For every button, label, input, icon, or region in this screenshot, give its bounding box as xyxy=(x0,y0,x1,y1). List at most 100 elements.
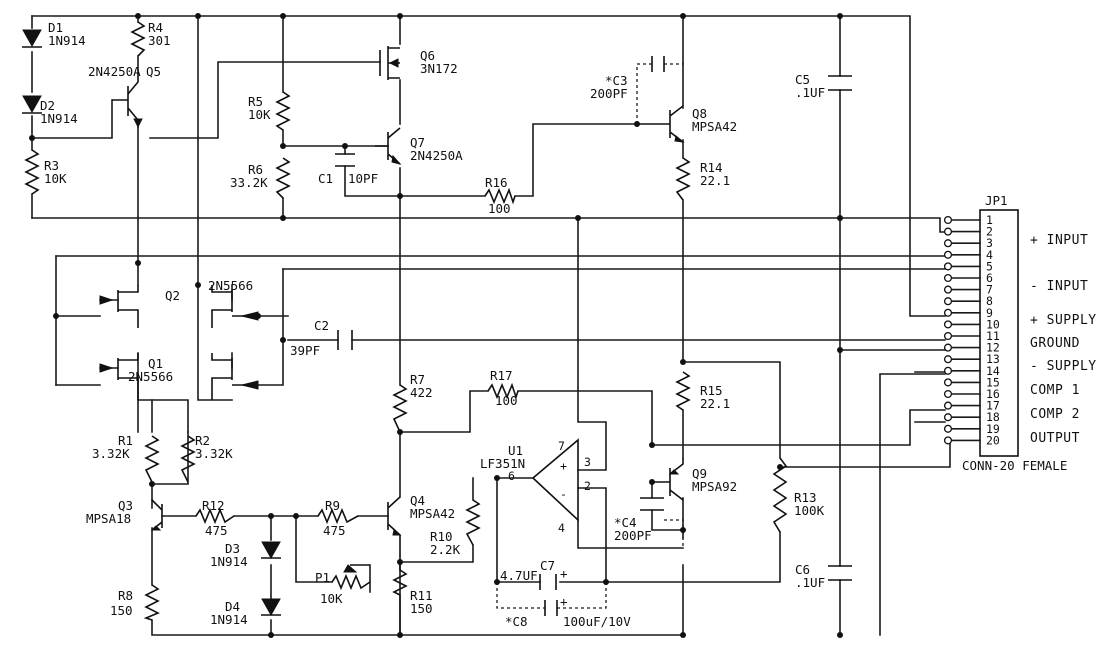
q8-part: MPSA42 xyxy=(692,119,737,134)
r8-value: 150 xyxy=(110,603,133,618)
jp1-pin-number: 9 xyxy=(986,306,993,320)
label-comp1: COMP 1 xyxy=(1030,383,1080,398)
r12-resistor-symbol xyxy=(195,507,235,525)
r9-resistor-symbol xyxy=(317,507,359,525)
r12-value: 475 xyxy=(205,523,228,538)
c7-plus: + xyxy=(560,566,568,581)
u1-minus: - xyxy=(560,487,567,501)
r6-value: 33.2K xyxy=(230,175,268,190)
c3-capacitor-symbol xyxy=(651,56,665,72)
r4-value: 301 xyxy=(148,33,171,48)
jp1-pin-number: 18 xyxy=(986,410,1000,424)
jp1-pin-number: 4 xyxy=(986,248,993,262)
u1-ref: U1 xyxy=(508,443,523,458)
label-comp2: COMP 2 xyxy=(1030,407,1080,422)
jp1-pin-5 xyxy=(943,262,953,271)
d4-part: 1N914 xyxy=(210,612,248,627)
r11-ref: R11 xyxy=(410,588,433,603)
jp1-pin-number: 14 xyxy=(986,364,1000,378)
jp1-pin-number: 3 xyxy=(986,236,993,250)
d2-part: 1N914 xyxy=(40,111,78,126)
c1-ref: C1 xyxy=(318,171,333,186)
label-minus-supply: - SUPPLY xyxy=(1030,359,1097,374)
q4-transistor-symbol xyxy=(387,496,402,560)
u1-pin-6: 6 xyxy=(508,469,515,483)
r16-ref: R16 xyxy=(485,175,508,190)
r15-ref: R15 xyxy=(700,383,723,398)
r2-ref: R2 xyxy=(195,433,210,448)
c4-dashed-link xyxy=(664,519,684,548)
r11-resistor-symbol xyxy=(392,560,408,596)
c2-ref: C2 xyxy=(314,318,329,333)
r5-resistor-symbol xyxy=(275,91,291,131)
jp1-pin-number: 1 xyxy=(986,213,993,227)
q3-ref: Q3 xyxy=(118,498,133,513)
r3-value: 10K xyxy=(44,171,67,186)
q8-ref: Q8 xyxy=(692,106,707,121)
r9-value: 475 xyxy=(323,523,346,538)
r4-resistor-symbol xyxy=(130,21,146,57)
d1-part: 1N914 xyxy=(48,33,86,48)
r16-value: 100 xyxy=(488,201,511,216)
jp1-pin-2 xyxy=(943,227,953,236)
q9-transistor-symbol xyxy=(652,458,684,501)
r1-value: 3.32K xyxy=(92,446,130,461)
r1-resistor-symbol xyxy=(144,435,160,483)
r16-resistor-symbol xyxy=(484,187,516,205)
q4-ref: Q4 xyxy=(410,493,425,508)
r17-value: 100 xyxy=(495,393,518,408)
r14-resistor-symbol xyxy=(675,157,691,201)
r12-ref: R12 xyxy=(202,498,225,513)
r17-resistor-symbol xyxy=(487,382,519,400)
jp1-pin-number: 19 xyxy=(986,422,1000,436)
r7-value: 422 xyxy=(410,385,433,400)
r17-ref: R17 xyxy=(490,368,513,383)
q5-part: 2N4250A xyxy=(88,64,141,79)
jp1-pin-4 xyxy=(943,250,953,259)
jp1-pin-8 xyxy=(943,297,953,306)
r8-resistor-symbol xyxy=(143,584,160,621)
u1-pin-2: 2 xyxy=(584,479,591,493)
c6-value: .1UF xyxy=(795,575,825,590)
jp1-pin-number: 15 xyxy=(986,375,1000,389)
d4-diode-symbol xyxy=(261,598,281,617)
q2-part: 2N5566 xyxy=(208,278,253,293)
q7-transistor-symbol xyxy=(375,127,402,165)
r4-ref: R4 xyxy=(148,20,163,35)
q9-part: MPSA92 xyxy=(692,479,737,494)
r7-ref: R7 xyxy=(410,372,425,387)
jp1-pin-13 xyxy=(943,355,953,364)
label-minus-input: - INPUT xyxy=(1030,279,1088,294)
d2-diode-symbol xyxy=(22,95,42,114)
jp1-ref: JP1 xyxy=(985,193,1008,208)
c4-capacitor-symbol xyxy=(640,497,664,511)
q3-part: MPSA18 xyxy=(86,511,131,526)
jp1-pin-number: 13 xyxy=(986,352,1000,366)
r8-ref: R8 xyxy=(118,588,133,603)
r1-ref: R1 xyxy=(118,433,133,448)
r10-resistor-symbol xyxy=(465,499,481,546)
r3-resistor-symbol xyxy=(24,149,40,195)
c5-value: .1UF xyxy=(795,85,825,100)
r6-resistor-symbol xyxy=(275,157,291,199)
jp1-pin-number: 12 xyxy=(986,341,1000,355)
wiring xyxy=(31,15,951,636)
q6-part: 3N172 xyxy=(420,61,458,76)
r9-ref: R9 xyxy=(325,498,340,513)
r10-ref: R10 xyxy=(430,529,453,544)
component-labels: D1 1N914 R4 301 2N4250A Q5 D2 1N914 R3 1… xyxy=(40,20,825,629)
c5-ref: C5 xyxy=(795,72,810,87)
label-plus-supply: + SUPPLY xyxy=(1030,313,1097,328)
r3-ref: R3 xyxy=(44,158,59,173)
u1-pin-3: 3 xyxy=(584,455,591,469)
jp1-pin-7 xyxy=(943,285,953,294)
jp1-pin-number: 10 xyxy=(986,317,1000,331)
jp1-pin-9 xyxy=(943,308,953,317)
r6-ref: R6 xyxy=(248,162,263,177)
jp1-pin-number: 17 xyxy=(986,399,1000,413)
c6-ref: C6 xyxy=(795,562,810,577)
d1-diode-symbol xyxy=(22,29,42,48)
r7-resistor-symbol xyxy=(392,384,408,433)
q3-transistor-symbol xyxy=(150,499,163,531)
